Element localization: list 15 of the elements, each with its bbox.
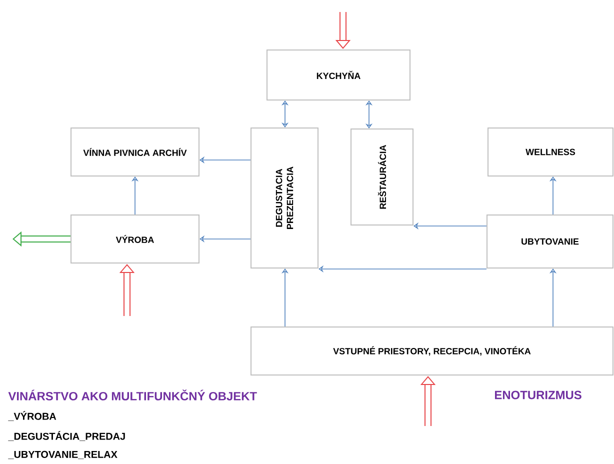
room-box: KYCHYŇA [266,50,410,100]
room-box: VÝROBA [70,214,200,264]
room-box: REŠTAURÁCIA [350,128,414,226]
room-box: WELLNESS [488,127,614,176]
arrow [365,100,373,128]
arrow [281,100,289,128]
list-item: _DEGUSTÁCIA_PREDAJ [8,430,125,441]
room-box: VÍNNA PIVNICA ARCHÍV [70,127,200,176]
room-box: DEGUSTACIA PREZENTACIA [250,127,318,268]
heading: VINÁRSTVO AKO MULTIFUNKČNÝ OBJEKT [8,390,257,400]
heading: ENOTURIZMUS [495,390,582,400]
list-item: _UBYTOVANIE_RELAX [8,450,118,460]
room-box: UBYTOVANIE [486,214,614,268]
room-box: VSTUPNÉ PRIESTORY, RECEPCIA, VINOTÉKA [250,326,614,376]
list-item: _VÝROBA [8,410,56,421]
